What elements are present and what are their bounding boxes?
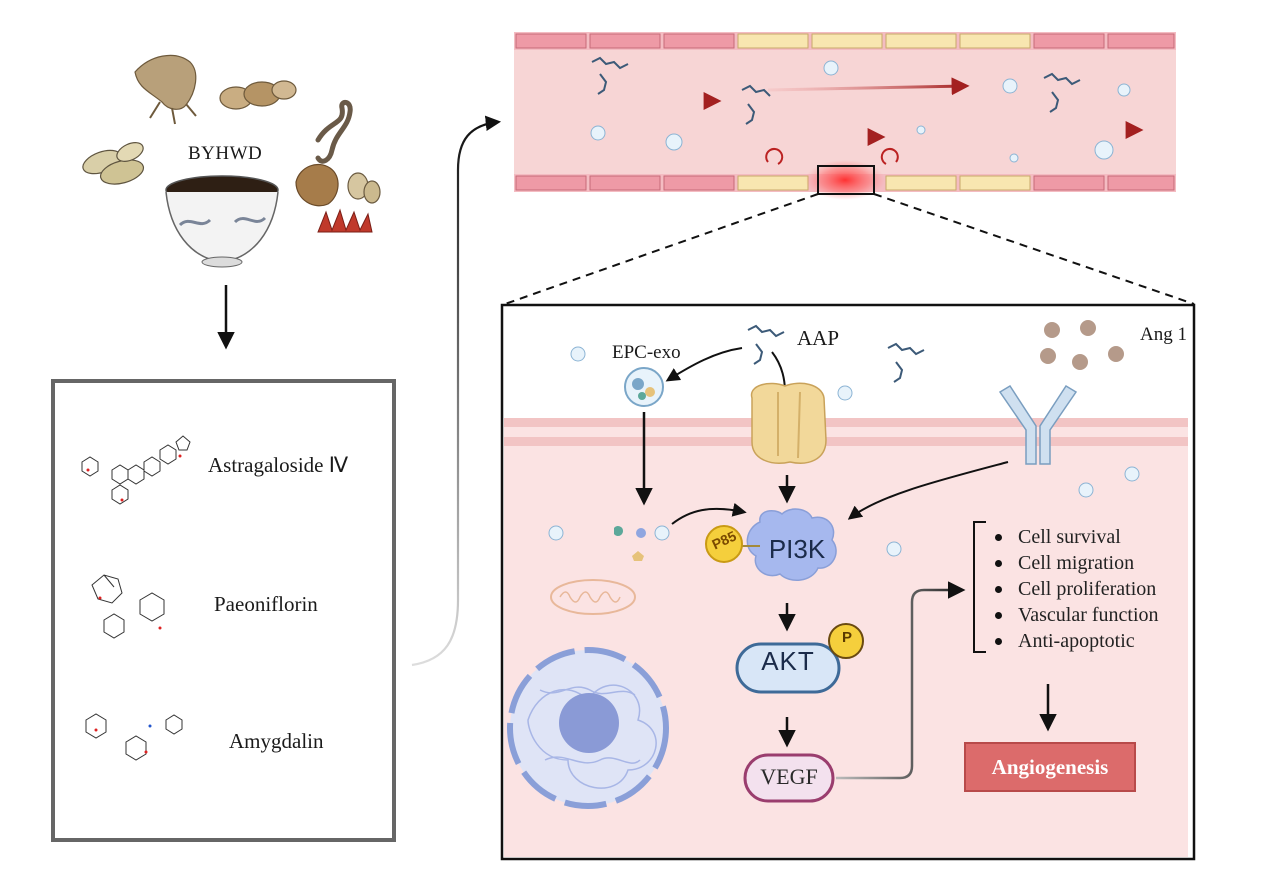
phospho-badge bbox=[828, 623, 864, 659]
effects-bracket bbox=[973, 521, 986, 653]
exosome-icon bbox=[590, 60, 1131, 163]
outcome-item: Anti-apoptotic bbox=[992, 628, 1159, 654]
vegf-to-effects-arrow bbox=[836, 581, 966, 780]
aap-molecule-icon bbox=[591, 56, 1081, 125]
herb-illustration bbox=[82, 54, 381, 268]
arrow-to-vessel bbox=[411, 115, 502, 667]
paeoniflorin-structure-icon bbox=[91, 574, 165, 639]
earthworm-icon bbox=[315, 100, 353, 164]
akt-node bbox=[735, 642, 841, 694]
pi3k-label: PI3K bbox=[768, 534, 826, 564]
formula-name: BYHWD bbox=[188, 143, 263, 164]
cell-membrane bbox=[504, 437, 1188, 446]
aap-label: AAP bbox=[797, 326, 840, 350]
dried-herb-icon bbox=[295, 163, 381, 207]
compound-name: Paeoniflorin bbox=[214, 592, 318, 616]
cell-membrane bbox=[504, 418, 1188, 427]
akt-label: AKT bbox=[761, 646, 815, 676]
ang1-label: Ang 1 bbox=[1140, 324, 1187, 345]
injury-site-glow bbox=[805, 160, 885, 200]
nucleus-icon bbox=[507, 647, 669, 809]
exosome-cargo-icon bbox=[614, 525, 646, 561]
rotation-arrow-icon bbox=[765, 147, 784, 165]
phospho-label: P bbox=[841, 629, 852, 646]
blood-vessel bbox=[514, 32, 1176, 200]
vegf-node bbox=[743, 753, 835, 803]
blood-flow-arrow bbox=[767, 77, 970, 96]
exosome-label: EPC-exo bbox=[612, 342, 681, 363]
zoom-selection-box bbox=[817, 165, 875, 195]
extracellular-exosomes bbox=[548, 346, 1140, 557]
pi3k-protein-icon bbox=[746, 508, 837, 581]
compound-box bbox=[51, 379, 396, 842]
endothelial-cells-bottom bbox=[515, 175, 1175, 191]
membrane-transporter-icon bbox=[750, 382, 827, 464]
safflower-icon bbox=[317, 208, 373, 233]
aap-molecule-icon bbox=[747, 324, 925, 383]
outcome-item: Vascular function bbox=[992, 602, 1159, 628]
zoom-guide-line bbox=[504, 193, 819, 305]
root-slices-icon bbox=[219, 80, 297, 110]
epc-exosome-icon bbox=[624, 367, 664, 407]
aap-to-exosome-arrow bbox=[665, 347, 743, 382]
tie2-receptor-icon bbox=[998, 384, 1078, 465]
outcome-list: Cell survival Cell migration Cell prolif… bbox=[992, 524, 1159, 654]
endothelial-cells-top bbox=[515, 33, 1175, 49]
exosome-to-pi3k-arrow bbox=[671, 502, 747, 525]
zoom-guide-line bbox=[873, 193, 1195, 305]
receptor-to-pi3k-arrow bbox=[847, 461, 1009, 520]
ang1-ligand-icon bbox=[1040, 320, 1124, 370]
outcome-item: Cell survival bbox=[992, 524, 1159, 550]
outcome-item: Cell migration bbox=[992, 550, 1159, 576]
rotation-arrow-icon bbox=[880, 147, 899, 165]
compound-name: Astragaloside Ⅳ bbox=[208, 453, 349, 477]
decoction-bowl-icon bbox=[165, 175, 279, 268]
outcome-item: Cell proliferation bbox=[992, 576, 1159, 602]
angiogenesis-box: Angiogenesis bbox=[964, 742, 1136, 792]
p85-badge bbox=[705, 525, 743, 563]
ginseng-root-icon bbox=[134, 54, 197, 125]
vegf-label: VEGF bbox=[760, 764, 818, 789]
mitochondrion-icon bbox=[550, 579, 636, 615]
seeds-icon bbox=[82, 142, 145, 185]
astragaloside-structure-icon bbox=[81, 435, 191, 505]
compound-name: Amygdalin bbox=[229, 729, 324, 753]
amygdalin-structure-icon bbox=[85, 713, 183, 761]
